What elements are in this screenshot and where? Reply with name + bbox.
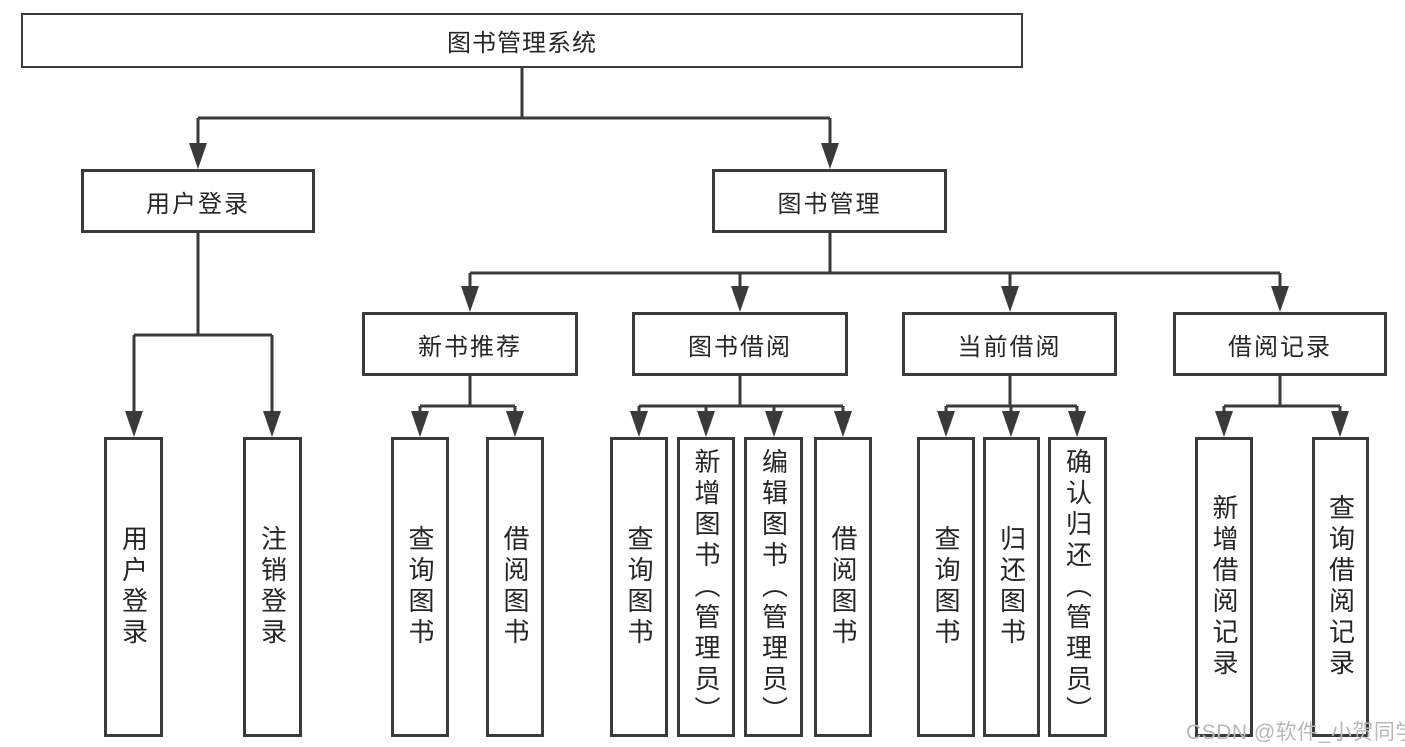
leaf-add-book-admin: 新增图书（管理员） [677,437,735,737]
leaf-query-books-recommend: 查询图书 [391,437,449,737]
leaf-return-book: 归还图书 [983,437,1040,737]
node-book-borrowing: 图书借阅 [632,312,848,376]
node-label: 查询图书 [931,525,961,649]
node-label: 编辑图书（管理员） [758,447,789,727]
watermark: CSDN @软件_小贺同学 [1186,721,1405,744]
node-new-book-recommendation: 新书推荐 [362,312,578,376]
node-label: 借阅图书 [828,525,858,649]
node-label: 图书管理 [777,190,882,218]
node-label: 当前借阅 [957,333,1062,361]
node-label: 借阅记录 [1228,333,1332,361]
node-borrowing-records: 借阅记录 [1173,312,1387,376]
leaf-user-login: 用户登录 [104,437,163,737]
node-label: 新书推荐 [418,333,522,361]
node-user-login: 用户登录 [81,169,315,233]
leaf-confirm-return-admin: 确认归还（管理员） [1048,437,1107,737]
node-label: 查询图书 [624,525,654,649]
node-label: 归还图书 [996,525,1027,649]
node-label: 图书借阅 [688,333,792,361]
node-label: 图书管理系统 [447,30,597,57]
node-label: 确认归还（管理员） [1062,447,1093,727]
node-label: 查询图书 [405,525,435,649]
leaf-query-books-borrow: 查询图书 [610,437,668,737]
node-label: 借阅图书 [500,525,530,649]
leaf-logout: 注销登录 [243,437,302,737]
leaf-query-books-current: 查询图书 [917,437,975,737]
leaf-borrow-books-recommend: 借阅图书 [486,437,544,737]
node-library-management-system: 图书管理系统 [21,13,1023,68]
node-label: 新增借阅记录 [1209,494,1239,680]
leaf-add-borrow-record: 新增借阅记录 [1195,437,1253,737]
node-label: 用户登录 [118,525,149,649]
node-current-borrowing: 当前借阅 [902,312,1117,376]
node-book-management: 图书管理 [712,169,947,233]
node-label: 查询借阅记录 [1325,494,1356,680]
leaf-query-borrow-record: 查询借阅记录 [1312,437,1369,737]
leaf-borrow-books: 借阅图书 [814,437,872,737]
node-label: 新增图书（管理员） [691,447,721,727]
leaf-edit-book-admin: 编辑图书（管理员） [744,437,803,737]
node-label: 注销登录 [257,525,288,649]
node-label: 用户登录 [146,190,250,218]
